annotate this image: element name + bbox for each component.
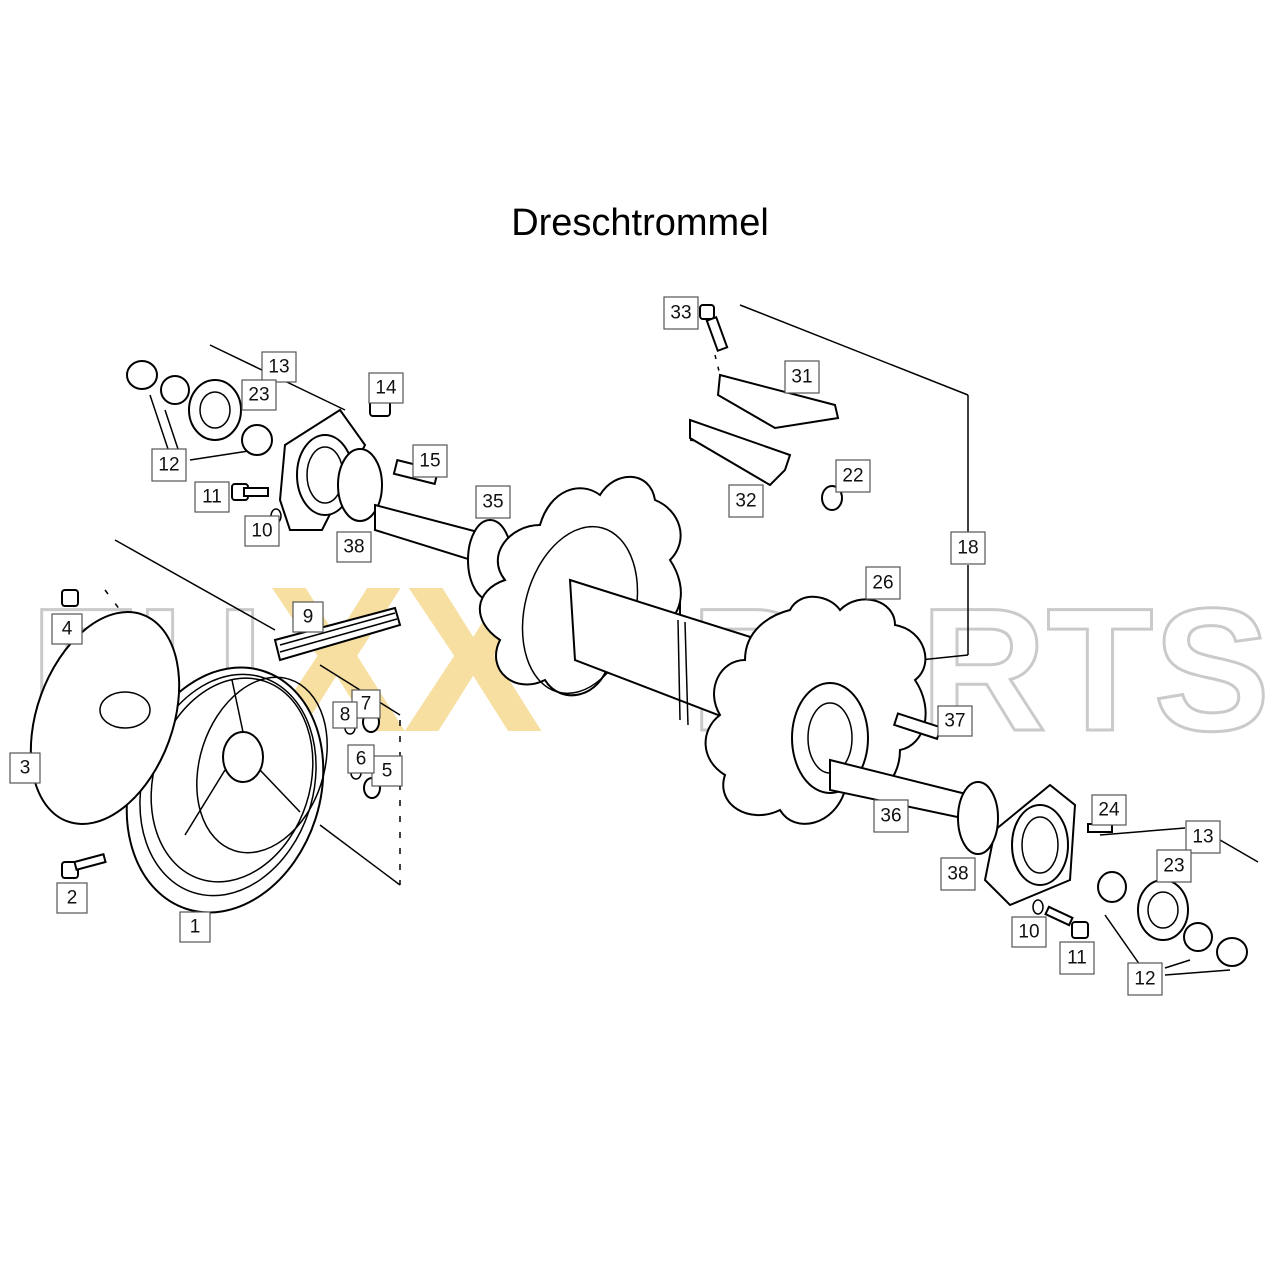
- callout-12-left: 12: [151, 448, 187, 482]
- right-bearing-housing: [957, 781, 1248, 967]
- svg-text:38: 38: [343, 537, 364, 558]
- key-strips: [273, 606, 402, 662]
- svg-text:11: 11: [202, 487, 222, 508]
- pulley-disc: [29, 611, 181, 825]
- callout-26: 26: [865, 566, 901, 600]
- callout-36: 36: [873, 799, 909, 833]
- callout-37: 37: [937, 705, 973, 737]
- callout-23-left: 23: [241, 379, 277, 411]
- svg-text:3: 3: [20, 758, 31, 779]
- callout-22: 22: [835, 459, 871, 493]
- callout-11-left: 11: [194, 481, 230, 513]
- svg-text:13: 13: [268, 357, 289, 378]
- callout-12-right: 12: [1127, 962, 1163, 996]
- svg-text:8: 8: [340, 705, 351, 726]
- callout-15: 15: [412, 444, 448, 478]
- callout-23-right: 23: [1156, 849, 1192, 883]
- callout-33: 33: [663, 296, 699, 330]
- callout-32: 32: [728, 484, 764, 518]
- svg-text:12: 12: [158, 455, 179, 476]
- callout-35: 35: [475, 485, 511, 519]
- svg-text:18: 18: [957, 538, 978, 559]
- svg-text:10: 10: [251, 521, 272, 542]
- svg-text:35: 35: [482, 492, 503, 513]
- svg-text:38: 38: [947, 864, 968, 885]
- svg-text:36: 36: [880, 806, 901, 827]
- callout-38-left: 38: [336, 531, 372, 563]
- svg-text:13: 13: [1192, 827, 1213, 848]
- callout-31: 31: [784, 360, 820, 394]
- callout-8: 8: [332, 701, 358, 729]
- svg-text:22: 22: [842, 466, 863, 487]
- svg-text:24: 24: [1098, 800, 1120, 821]
- svg-text:9: 9: [303, 607, 314, 628]
- callout-14: 14: [368, 372, 404, 404]
- svg-text:23: 23: [1163, 856, 1184, 877]
- svg-text:10: 10: [1018, 922, 1039, 943]
- svg-text:23: 23: [248, 385, 269, 406]
- right-drum-spider: [704, 595, 997, 827]
- pulley-wheel: [125, 666, 328, 914]
- callout-1: 1: [179, 911, 211, 943]
- callout-10-right: 10: [1011, 916, 1047, 948]
- svg-text:31: 31: [791, 367, 812, 388]
- callout-13-left: 13: [261, 351, 297, 383]
- svg-text:4: 4: [62, 619, 73, 640]
- callout-9: 9: [292, 601, 324, 633]
- callout-10-left: 10: [244, 515, 280, 547]
- svg-text:7: 7: [361, 694, 372, 715]
- callout-18: 18: [950, 531, 986, 565]
- callout-5: 5: [371, 755, 403, 787]
- callout-labels: 1 2 3 4 5 6 7 8 9 10 10 11 11 12 12 13 1…: [9, 296, 1221, 996]
- svg-text:15: 15: [419, 451, 440, 472]
- svg-text:1: 1: [190, 917, 201, 938]
- svg-text:37: 37: [944, 711, 965, 732]
- left-bearing-housing: [126, 360, 383, 531]
- svg-text:26: 26: [872, 573, 893, 594]
- callout-3: 3: [9, 752, 41, 784]
- callout-2: 2: [56, 882, 88, 914]
- rasp-bars: [689, 373, 840, 487]
- callout-13-right: 13: [1185, 820, 1221, 854]
- svg-text:6: 6: [356, 749, 367, 770]
- svg-text:14: 14: [375, 378, 397, 399]
- callout-6: 6: [347, 744, 375, 774]
- svg-text:5: 5: [382, 761, 393, 782]
- svg-text:2: 2: [67, 888, 78, 909]
- svg-text:11: 11: [1067, 948, 1087, 969]
- callout-4: 4: [51, 613, 83, 645]
- diagram-title: Dreschtrommel: [511, 202, 769, 244]
- svg-text:33: 33: [670, 303, 691, 324]
- svg-text:12: 12: [1134, 969, 1155, 990]
- callout-38-right: 38: [940, 857, 976, 891]
- svg-text:32: 32: [735, 491, 756, 512]
- callout-24: 24: [1091, 794, 1127, 826]
- callout-11-right: 11: [1059, 941, 1095, 975]
